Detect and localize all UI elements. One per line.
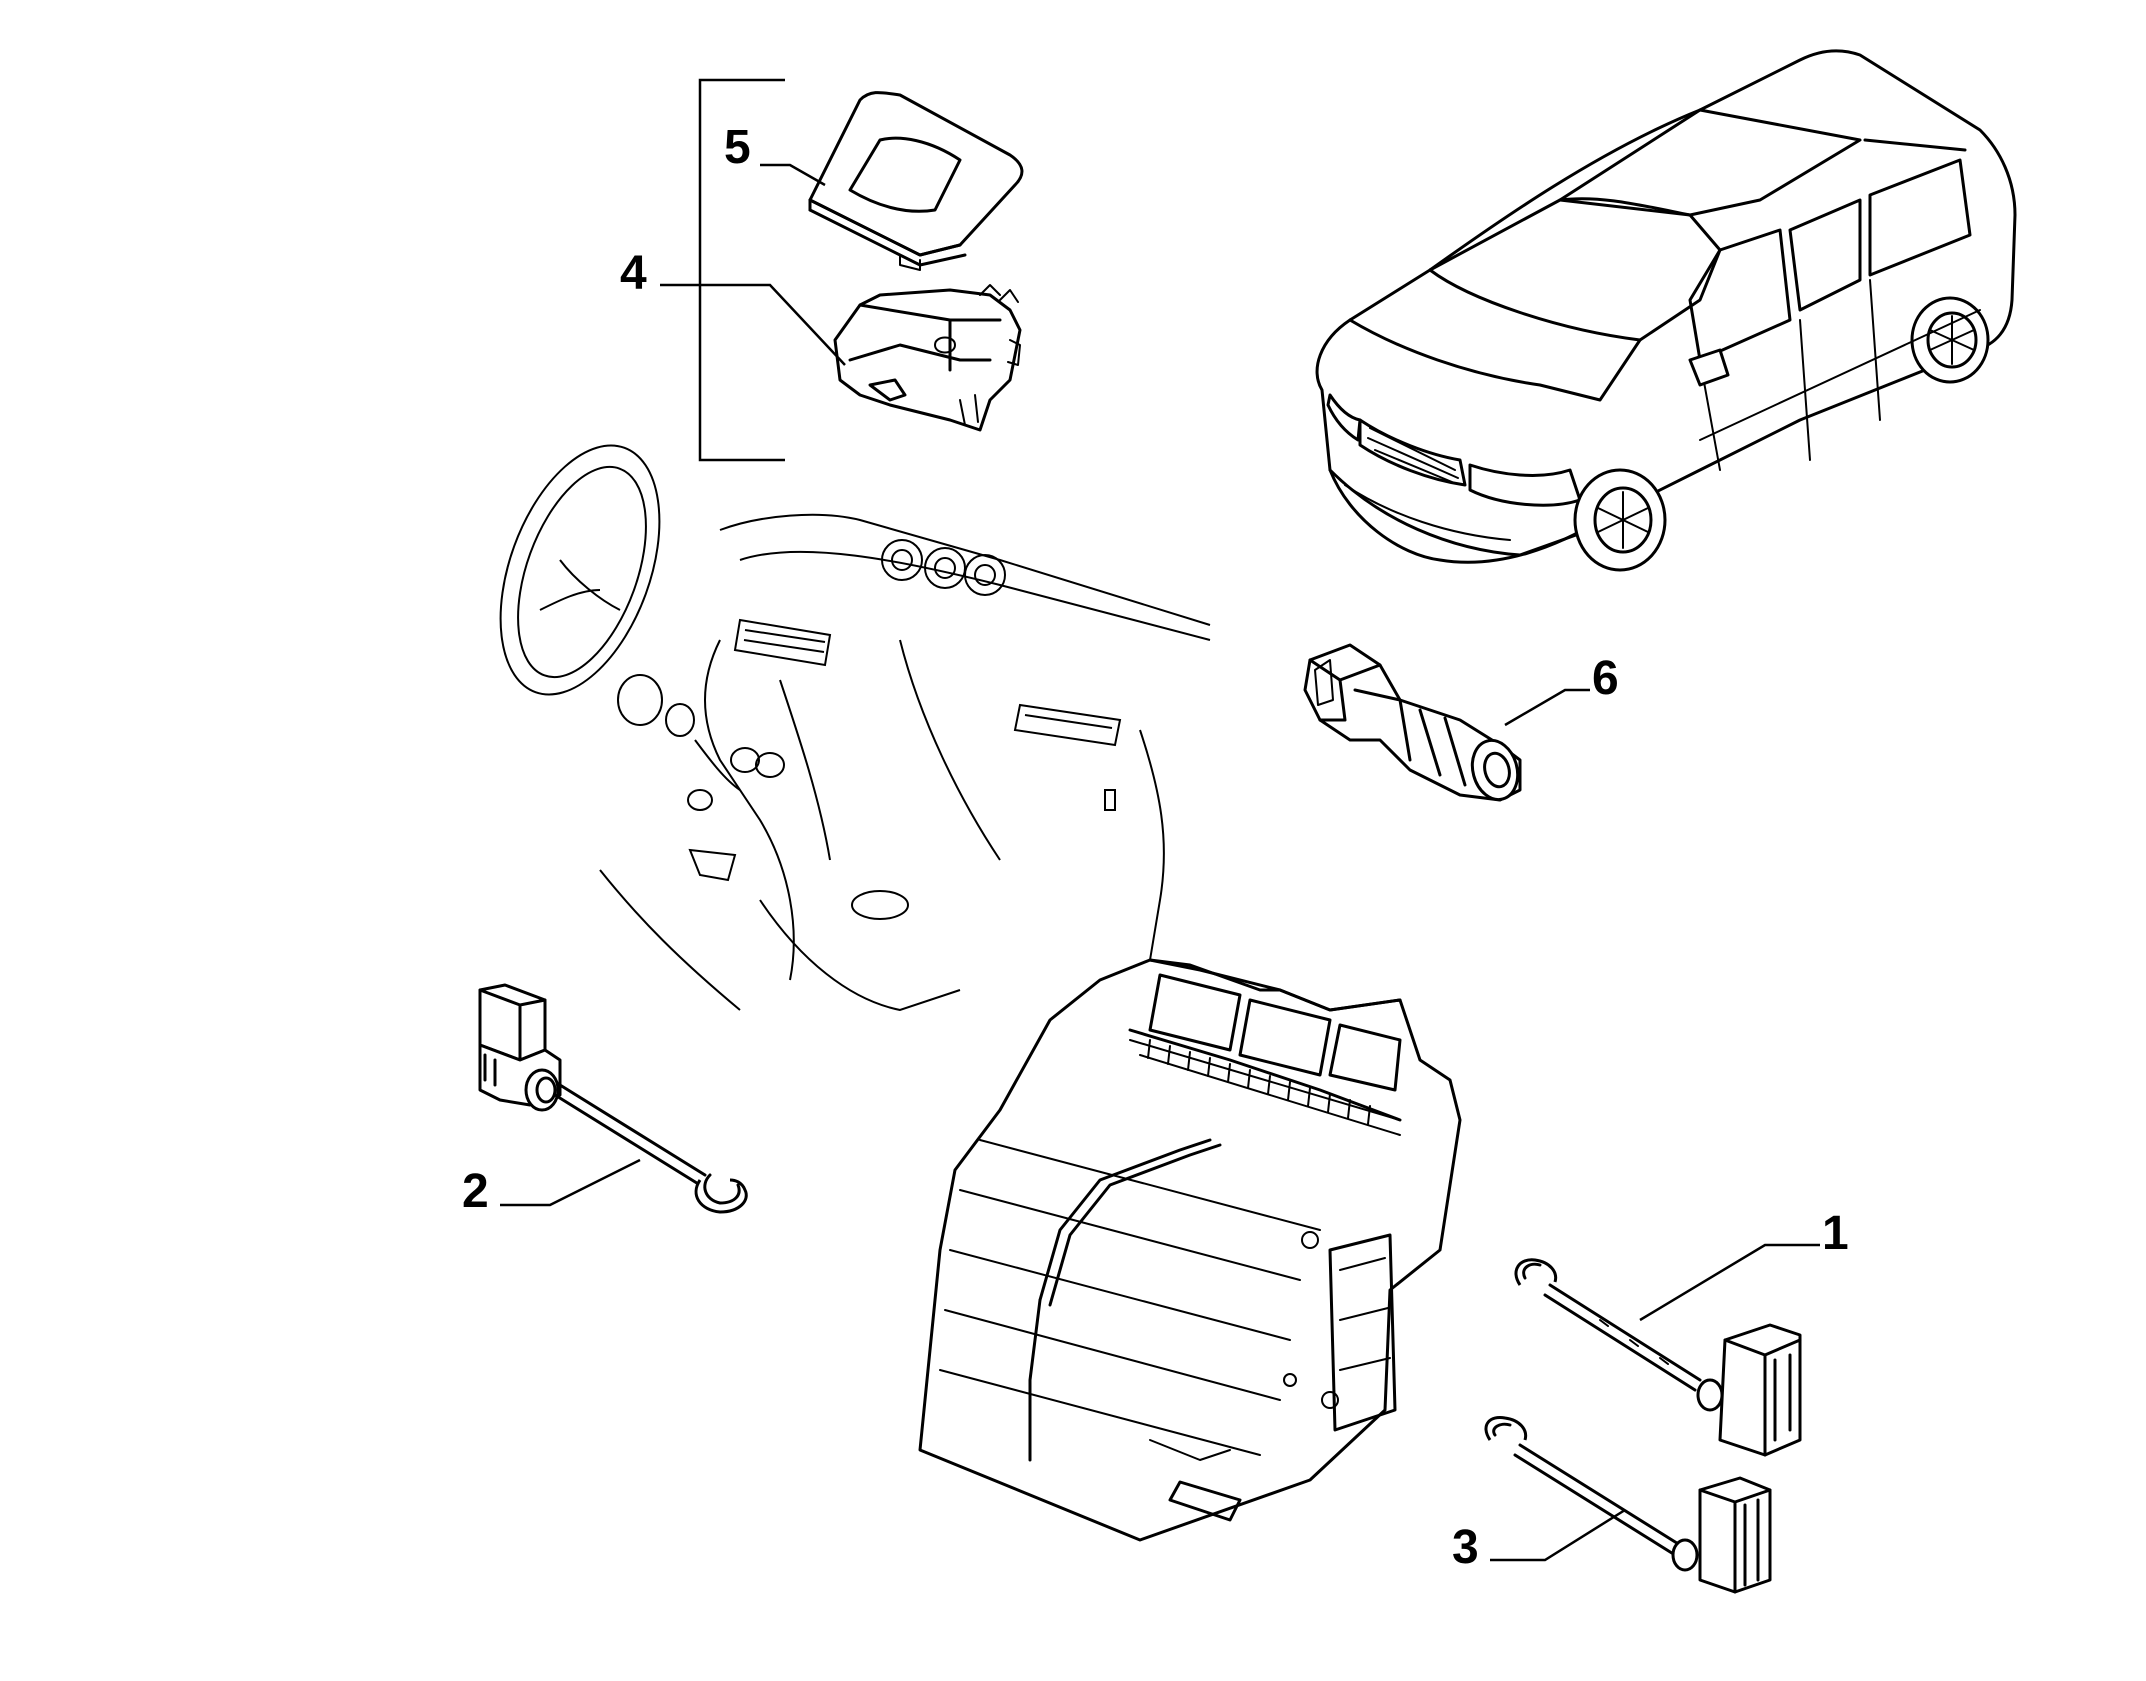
vehicle-illustration-icon xyxy=(1315,49,2017,572)
sensor-cover-icon xyxy=(808,91,1024,271)
temperature-sensor-icon xyxy=(1484,1415,1772,1594)
callout-3: 3 xyxy=(1452,1521,1479,1574)
callout-6: 6 xyxy=(1592,652,1619,705)
leader-line-5 xyxy=(760,163,826,187)
heater-housing-illustration-icon xyxy=(918,958,1462,1542)
leader-line-1 xyxy=(1639,1243,1820,1322)
leader-line-4 xyxy=(660,283,846,366)
dashboard-illustration-icon xyxy=(499,444,1211,1012)
leader-line-6 xyxy=(1504,688,1590,727)
leader-line-3 xyxy=(1490,1508,1626,1562)
leader-line-2 xyxy=(500,1158,641,1207)
callout-5: 5 xyxy=(724,121,751,174)
temperature-sensor-long-icon xyxy=(1514,1258,1802,1457)
callout-2: 2 xyxy=(462,1165,489,1218)
callout-1: 1 xyxy=(1822,1207,1849,1260)
leader-lines xyxy=(500,78,1820,1562)
sensor-connector-icon xyxy=(1303,643,1522,802)
sensor-bracket-icon xyxy=(833,284,1022,432)
group-bracket-line xyxy=(698,78,785,462)
callout-4: 4 xyxy=(620,247,647,300)
temperature-sensor-short-icon xyxy=(478,983,748,1214)
